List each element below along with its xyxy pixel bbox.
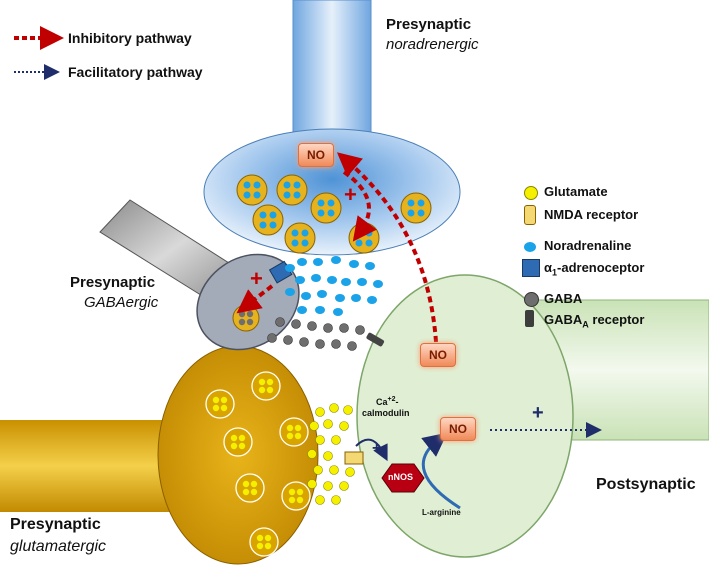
spine-dendrite-joint (519, 302, 531, 438)
glutamate-key-icon (524, 186, 538, 200)
nmda-receptor (344, 451, 364, 465)
no-box-facilitatory: NO (440, 417, 476, 441)
no-box-presynaptic: NO (298, 143, 334, 167)
label-presynaptic-noradrenergic: Presynaptic (386, 16, 472, 33)
alpha1-key-icon (522, 259, 540, 277)
inhibitory-release-path (342, 170, 377, 242)
legend-facilitatory: Facilitatory pathway (68, 64, 203, 80)
label-glutamatergic: glutamatergic (10, 538, 107, 555)
label-noradrenergic: noradrenergic (386, 36, 479, 53)
label-postsynaptic: Postsynaptic (596, 476, 696, 493)
label-nnos: nNOS (388, 472, 414, 482)
noradrenaline-key-icon (524, 242, 536, 252)
released-gaba (267, 317, 365, 351)
gaba-key-icon (524, 292, 539, 307)
label-gabaergic: GABAergic (84, 294, 159, 311)
released-glutamate (307, 403, 355, 505)
key-gaba: GABA (544, 291, 583, 306)
key-nmda: NMDA receptor (544, 207, 639, 222)
noradrenergic-axon (292, 0, 372, 141)
label-l-arginine: L-arginine (422, 508, 461, 517)
label-presynaptic-gabaergic: Presynaptic (70, 274, 156, 291)
nnos-enzyme (381, 463, 425, 493)
legend-inhibitory: Inhibitory pathway (68, 30, 192, 46)
gabaa-receptor (366, 332, 385, 347)
label-presynaptic-glutamatergic: Presynaptic (10, 516, 101, 533)
key-noradrenaline: Noradrenaline (544, 238, 632, 253)
key-gabaa: GABAA receptor (544, 312, 645, 330)
plus-sign-gabaergic: + (250, 266, 263, 291)
released-noradrenaline (285, 256, 383, 316)
glutamate-vesicles (205, 371, 311, 557)
key-alpha1: α1-adrenoceptor (544, 260, 645, 278)
no-box-postsynaptic: NO (420, 343, 456, 367)
plus-sign-calmodulin: + (372, 440, 382, 457)
inhibitory-gaba-path (236, 284, 274, 314)
calmodulin-arrow (355, 438, 388, 462)
plus-sign-noradrenergic: + (344, 182, 357, 207)
nmda-key-icon (524, 205, 536, 225)
key-glutamate: Glutamate (544, 184, 608, 199)
inhibitory-no-path (336, 152, 438, 343)
gaba-vesicles (232, 304, 260, 332)
gabaa-key-icon (525, 310, 534, 327)
label-calmodulin: calmodulin (362, 408, 410, 418)
plus-sign-facilitatory: + (532, 402, 544, 424)
arginine-to-no-arrow (421, 432, 461, 510)
label-ca: Ca+2- (376, 396, 399, 407)
